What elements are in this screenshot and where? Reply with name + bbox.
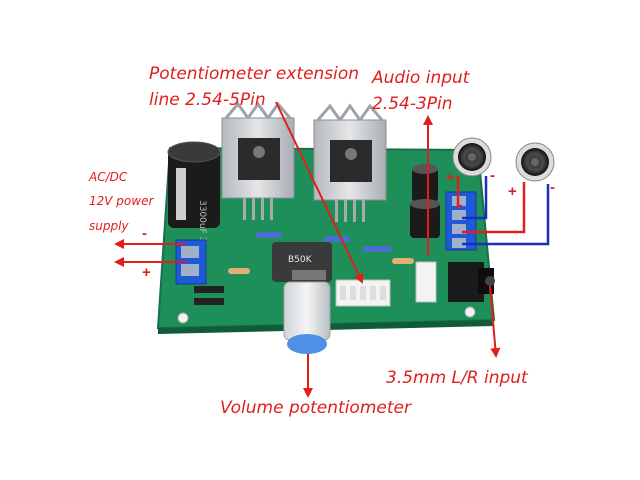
jack-arrow bbox=[489, 285, 501, 358]
power-minus-sign: - bbox=[142, 225, 147, 242]
audio-input-label-1: Audio input bbox=[372, 68, 470, 88]
speaker1-plus-sign: + bbox=[446, 169, 455, 186]
mounting-hole bbox=[177, 312, 189, 324]
mounting-hole bbox=[464, 306, 476, 318]
small-capacitors bbox=[410, 164, 440, 238]
speaker2-plus-sign: + bbox=[508, 183, 517, 200]
speaker-icon bbox=[452, 137, 492, 177]
pot-extension-label-2: line 2.54-5Pin bbox=[149, 90, 266, 110]
pot-extension-arrow bbox=[275, 101, 364, 284]
speaker2-minus-sign: - bbox=[550, 179, 555, 196]
audio-input-connector bbox=[415, 261, 437, 303]
power-label-3: supply bbox=[89, 219, 129, 233]
audio-input-label-2: 2.54-3Pin bbox=[372, 94, 453, 114]
resistors bbox=[228, 232, 414, 274]
annotation-arrows bbox=[114, 101, 501, 398]
audio-jack-35mm bbox=[448, 262, 495, 302]
pot-marking: B50K bbox=[288, 255, 313, 265]
diode bbox=[194, 286, 224, 293]
speaker-terminal bbox=[445, 191, 477, 251]
pot-extension-label-1: Potentiometer extension bbox=[149, 64, 360, 84]
speaker-icon bbox=[515, 142, 555, 182]
power-label-1: AC/DC bbox=[89, 170, 128, 184]
pot-extension-connector bbox=[335, 279, 391, 307]
power-label-2: 12V power bbox=[89, 194, 154, 208]
heatsink-right bbox=[313, 103, 387, 222]
main-capacitor: 3300uF 35V bbox=[167, 141, 221, 255]
jack-input-label: 3.5mm L/R input bbox=[386, 368, 528, 388]
power-terminal bbox=[175, 239, 207, 285]
volume-potentiometer: B50K bbox=[272, 242, 332, 354]
speaker-wires bbox=[456, 176, 550, 246]
speaker1-minus-sign: - bbox=[490, 167, 495, 184]
volume-pot-label: Volume potentiometer bbox=[220, 398, 411, 418]
power-plus-sign: + bbox=[142, 264, 151, 281]
diode bbox=[194, 298, 224, 305]
capacitor-marking: 3300uF 35V bbox=[197, 200, 207, 255]
heatsink-left bbox=[221, 101, 295, 220]
